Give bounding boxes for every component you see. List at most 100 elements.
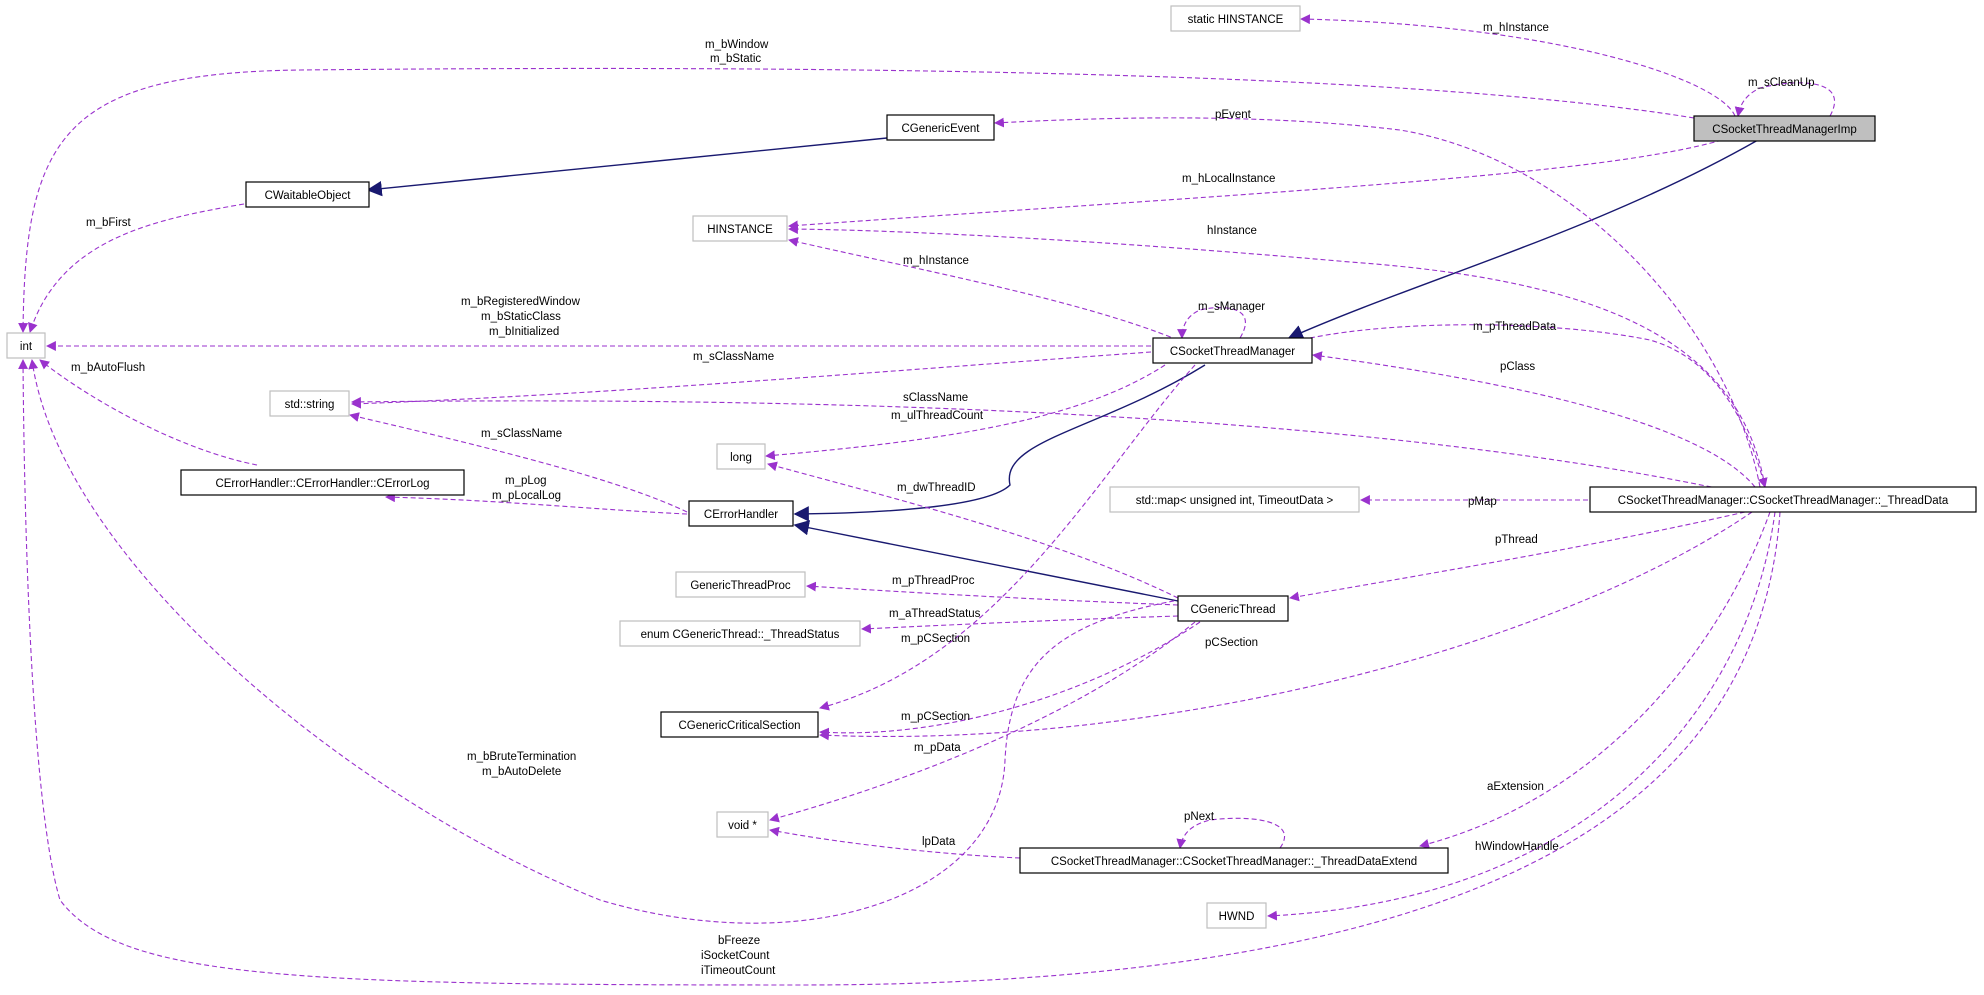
svg-text:CErrorHandler::CErrorHandler::: CErrorHandler::CErrorHandler::CErrorLog bbox=[215, 478, 429, 490]
node-error-handler[interactable]: CErrorHandler bbox=[688, 500, 794, 527]
label-hinstance: hInstance bbox=[1207, 225, 1257, 237]
label-m-athreadstatus: m_aThreadStatus bbox=[889, 608, 981, 620]
svg-text:CSocketThreadManager::CSocketT: CSocketThreadManager::CSocketThreadManag… bbox=[1051, 856, 1417, 868]
label-m-pcsection-mgr: m_pCSection bbox=[901, 633, 970, 645]
edge-pevent bbox=[994, 117, 1761, 488]
svg-text:HINSTANCE: HINSTANCE bbox=[707, 224, 773, 236]
edge-m-pthreaddata bbox=[1309, 324, 1768, 488]
label-m-bfirst: m_bFirst bbox=[86, 217, 132, 229]
svg-text:std::map< unsigned int, Timeou: std::map< unsigned int, TimeoutData > bbox=[1136, 495, 1334, 507]
node-thread-data[interactable]: CSocketThreadManager::CSocketThreadManag… bbox=[1589, 486, 1977, 513]
edges bbox=[18, 14, 1836, 986]
label-pcsection: pCSection bbox=[1205, 637, 1258, 649]
label-m-plocallog: m_pLocalLog bbox=[492, 490, 561, 502]
node-generic-critical-section[interactable]: CGenericCriticalSection bbox=[660, 711, 819, 738]
edge-m-ulthreadcount bbox=[765, 364, 1166, 461]
label-m-hlocalinstance: m_hLocalInstance bbox=[1182, 173, 1275, 185]
svg-text:void *: void * bbox=[728, 820, 757, 832]
label-hwindowhandle: hWindowHandle bbox=[1475, 841, 1559, 853]
svg-text:CGenericThread: CGenericThread bbox=[1190, 604, 1275, 616]
label-m-bwindow: m_bWindow bbox=[705, 39, 769, 51]
edge-m-plog bbox=[385, 492, 688, 515]
svg-text:HWND: HWND bbox=[1219, 911, 1255, 923]
node-std-map[interactable]: std::map< unsigned int, TimeoutData > bbox=[1109, 486, 1360, 513]
edge-m-scleanup bbox=[1734, 82, 1836, 117]
label-m-pthreadproc: m_pThreadProc bbox=[892, 575, 975, 587]
label-pmap: pMap bbox=[1468, 496, 1497, 508]
svg-text:GenericThreadProc: GenericThreadProc bbox=[690, 580, 791, 592]
label-pthread: pThread bbox=[1495, 534, 1538, 546]
node-generic-thread[interactable]: CGenericThread bbox=[1177, 595, 1289, 622]
label-m-bbrutetermination: m_bBruteTermination bbox=[467, 751, 576, 763]
edge-pclass bbox=[1312, 351, 1756, 488]
label-m-bstaticclass: m_bStaticClass bbox=[481, 311, 561, 323]
label-m-plog: m_pLog bbox=[505, 475, 547, 487]
edge-m-hinstance-imp bbox=[1300, 14, 1736, 117]
edge-m-pthreadproc bbox=[806, 581, 1179, 606]
node-error-log[interactable]: CErrorHandler::CErrorHandler::CErrorLog bbox=[180, 469, 465, 496]
node-void-ptr[interactable]: void * bbox=[716, 811, 769, 838]
edge-m-sclassname-err bbox=[349, 412, 688, 513]
svg-text:std::string: std::string bbox=[285, 399, 335, 411]
edge-lpdata bbox=[769, 826, 1021, 859]
node-thread-data-extend[interactable]: CSocketThreadManager::CSocketThreadManag… bbox=[1019, 847, 1449, 874]
label-sclassname: sClassName bbox=[903, 392, 968, 404]
svg-text:CGenericEvent: CGenericEvent bbox=[902, 123, 981, 135]
edge-m-hinstance-mgr bbox=[788, 237, 1179, 341]
label-lpdata: lpData bbox=[922, 836, 956, 848]
edge-inherit-event-waitable bbox=[366, 137, 888, 197]
edge-pnext bbox=[1176, 817, 1286, 849]
label-m-binitialized: m_bInitialized bbox=[489, 326, 559, 338]
edge-m-sclassname-mgr bbox=[351, 351, 1152, 409]
node-hwnd[interactable]: HWND bbox=[1206, 902, 1267, 929]
edge-inherit-imp-mgr bbox=[1287, 139, 1759, 340]
label-m-sclassname-mgr: m_sClassName bbox=[693, 351, 774, 363]
label-m-bautoflush: m_bAutoFlush bbox=[71, 362, 145, 374]
edge-labels: m_hInstance m_sCleanUp m_bWindow m_bStat… bbox=[71, 22, 1814, 977]
edge-m-bautoflush bbox=[39, 359, 258, 466]
svg-text:CSocketThreadManager::CSocketT: CSocketThreadManager::CSocketThreadManag… bbox=[1618, 495, 1949, 507]
svg-text:CGenericCriticalSection: CGenericCriticalSection bbox=[678, 720, 800, 732]
edge-m-pcsection-mgr bbox=[819, 364, 1196, 711]
edge-m-pdata bbox=[769, 621, 1196, 823]
label-m-ulthreadcount: m_ulThreadCount bbox=[891, 410, 984, 422]
label-m-bregisteredwindow: m_bRegisteredWindow bbox=[461, 296, 581, 308]
edge-m-pcsection-thr bbox=[819, 621, 1201, 738]
label-isocketcount: iSocketCount bbox=[701, 950, 770, 962]
label-m-dwthreadid: m_dwThreadID bbox=[897, 482, 976, 494]
edge-inherit-mgr-err bbox=[793, 364, 1206, 522]
node-thread-status[interactable]: enum CGenericThread::_ThreadStatus bbox=[619, 620, 861, 647]
label-m-smanager: m_sManager bbox=[1198, 301, 1265, 313]
node-std-string[interactable]: std::string bbox=[269, 390, 350, 417]
label-pnext: pNext bbox=[1184, 811, 1215, 823]
label-m-hinstance-mgr: m_hInstance bbox=[903, 255, 969, 267]
label-m-pdata: m_pData bbox=[914, 742, 961, 754]
node-waitable-object[interactable]: CWaitableObject bbox=[245, 181, 370, 208]
node-socket-thread-manager[interactable]: CSocketThreadManager bbox=[1152, 337, 1313, 364]
label-m-hinstance-imp: m_hInstance bbox=[1483, 22, 1549, 34]
label-m-pthreaddata: m_pThreadData bbox=[1473, 321, 1557, 333]
edge-m-bwindow bbox=[18, 67, 1695, 333]
label-m-bstatic: m_bStatic bbox=[710, 53, 761, 65]
node-generic-thread-proc[interactable]: GenericThreadProc bbox=[675, 571, 806, 598]
edge-bfreeze bbox=[18, 359, 1781, 986]
svg-text:CSocketThreadManagerImp: CSocketThreadManagerImp bbox=[1712, 124, 1856, 136]
node-int[interactable]: int bbox=[6, 332, 46, 359]
node-static-hinstance[interactable]: static HINSTANCE bbox=[1170, 5, 1301, 32]
edge-sclassname bbox=[351, 396, 1736, 493]
label-pclass: pClass bbox=[1500, 361, 1535, 373]
svg-text:static HINSTANCE: static HINSTANCE bbox=[1188, 14, 1284, 26]
edge-inherit-thread-err bbox=[793, 520, 1179, 602]
label-m-scleanup: m_sCleanUp bbox=[1748, 77, 1814, 89]
node-long[interactable]: long bbox=[716, 443, 766, 470]
node-generic-event[interactable]: CGenericEvent bbox=[886, 114, 995, 141]
node-hinstance[interactable]: HINSTANCE bbox=[692, 215, 788, 242]
node-socket-thread-manager-imp[interactable]: CSocketThreadManagerImp bbox=[1693, 115, 1876, 142]
edge-pcsection bbox=[819, 511, 1753, 741]
edge-hwindowhandle bbox=[1267, 511, 1776, 921]
nodes: static HINSTANCE CSocketThreadManagerImp… bbox=[6, 5, 1977, 929]
label-m-pcsection-thr: m_pCSection bbox=[901, 711, 970, 723]
label-m-bautodelete: m_bAutoDelete bbox=[482, 766, 561, 778]
svg-text:long: long bbox=[730, 452, 752, 464]
